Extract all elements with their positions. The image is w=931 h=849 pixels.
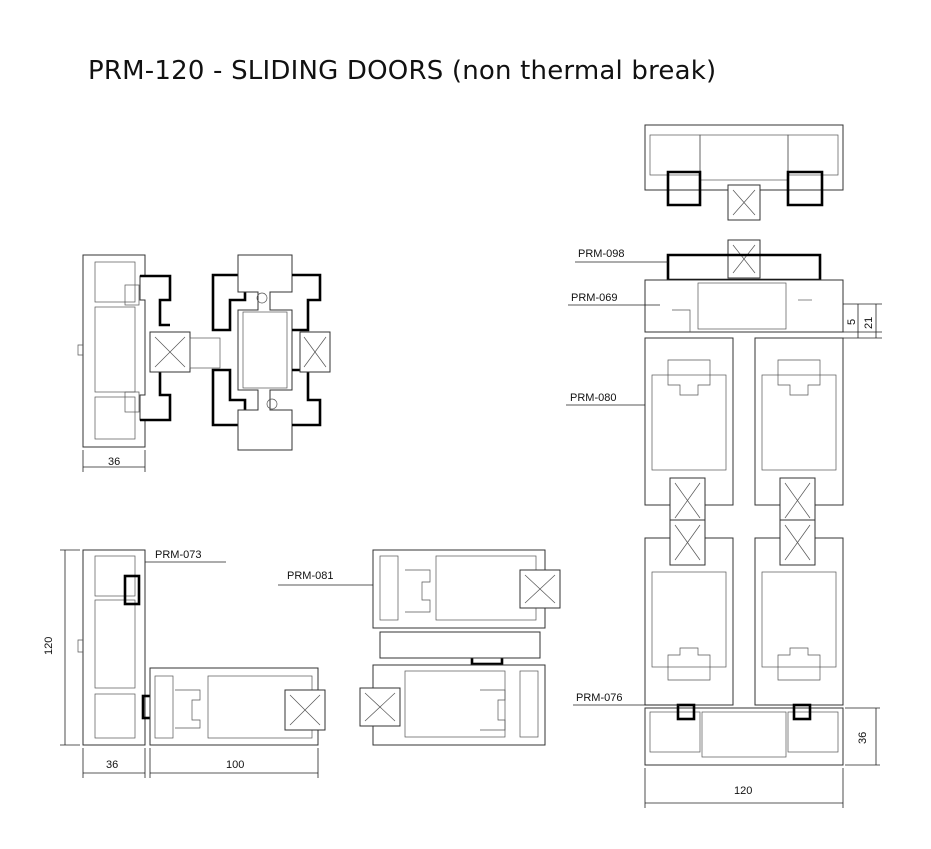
label-prm-073: PRM-073 bbox=[155, 549, 201, 561]
section-detail-meeting: PRM-081 bbox=[278, 549, 561, 746]
section-detail-vertical: PRM-098 PRM-069 PRM-080 PRM-076 5 21 36 … bbox=[566, 124, 882, 808]
dim-100: 100 bbox=[226, 759, 244, 771]
label-prm-081: PRM-081 bbox=[287, 570, 333, 582]
dim-5: 5 bbox=[846, 319, 858, 325]
dim-120-left: 120 bbox=[43, 637, 55, 655]
drawing-title: PRM-120 - SLIDING DOORS (non thermal bre… bbox=[88, 56, 717, 86]
dim-21: 21 bbox=[863, 317, 875, 329]
dim-120-bottom: 120 bbox=[734, 785, 752, 797]
label-prm-076: PRM-076 bbox=[576, 692, 622, 704]
dim-36-right: 36 bbox=[857, 732, 869, 744]
label-prm-098: PRM-098 bbox=[578, 248, 624, 260]
dim-36-bottom: 36 bbox=[106, 759, 118, 771]
section-detail-corner: 120 36 100 PRM-073 bbox=[43, 549, 326, 778]
label-prm-080: PRM-080 bbox=[570, 392, 616, 404]
dim-36-top: 36 bbox=[108, 456, 120, 468]
label-prm-069: PRM-069 bbox=[571, 292, 617, 304]
section-detail-interlock: 36 bbox=[77, 254, 331, 472]
